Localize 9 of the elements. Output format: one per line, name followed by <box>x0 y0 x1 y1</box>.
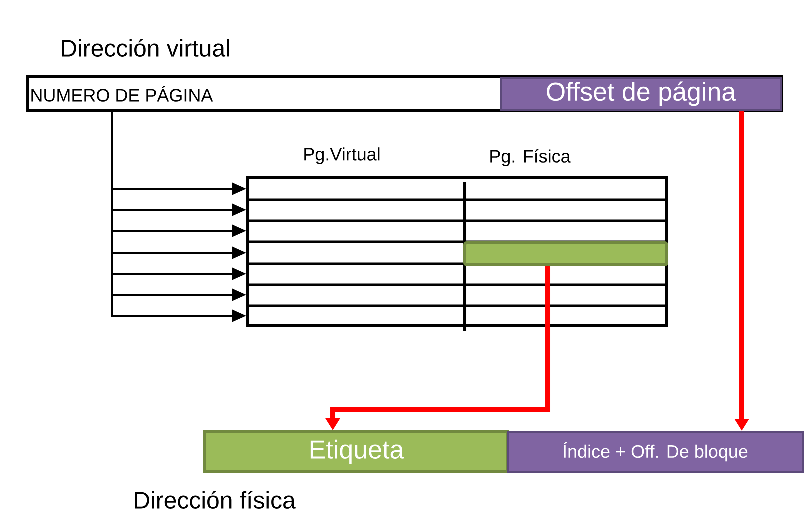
index-box: Índice + Off. De bloque <box>507 431 804 473</box>
highlighted-cell <box>464 242 668 266</box>
offset-box: Offset de página <box>500 77 782 111</box>
node-label: Pg.Virtual <box>304 148 380 164</box>
caption: Dirección física <box>135 491 296 509</box>
tag-box: Etiqueta <box>204 430 510 474</box>
page-table: Pg.Virtual Pg. Física <box>246 148 668 331</box>
node-label: Dirección virtual <box>62 39 230 57</box>
node-label: Pg. Física <box>490 150 571 166</box>
